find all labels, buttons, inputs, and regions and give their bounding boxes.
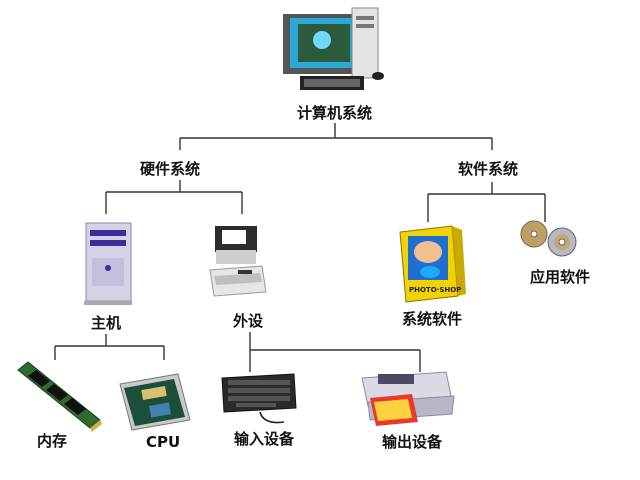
connector-hardware bbox=[105, 180, 243, 214]
label-memory: 内存 bbox=[37, 432, 68, 450]
label-software-system: 软件系统 bbox=[458, 160, 519, 178]
cd-discs-icon bbox=[520, 220, 577, 257]
inkjet-printer-icon bbox=[361, 371, 455, 426]
software-box-text: PHOTO·SHOP bbox=[409, 286, 461, 294]
label-cpu: CPU bbox=[146, 433, 181, 451]
label-application-software: 应用软件 bbox=[530, 268, 591, 286]
label-peripherals: 外设 bbox=[233, 312, 264, 330]
software-box-icon: PHOTO·SHOP bbox=[399, 225, 466, 303]
scanner-printer-icon bbox=[209, 226, 267, 297]
connector-root bbox=[179, 123, 493, 150]
label-input-devices: 输入设备 bbox=[234, 430, 295, 448]
pc-tower-icon bbox=[84, 222, 132, 305]
label-output-devices: 输出设备 bbox=[382, 433, 443, 451]
label-computer-system: 计算机系统 bbox=[297, 104, 373, 122]
label-hardware-system: 硬件系统 bbox=[140, 160, 201, 178]
keyboard-icon bbox=[221, 373, 297, 424]
connector-lines bbox=[54, 123, 546, 372]
label-system-software: 系统软件 bbox=[402, 310, 463, 328]
connector-software bbox=[427, 182, 546, 222]
label-host: 主机 bbox=[91, 314, 122, 332]
ram-stick-icon bbox=[17, 361, 102, 432]
connector-host bbox=[54, 334, 165, 360]
connector-peripherals bbox=[249, 332, 421, 372]
desktop-computer-icon bbox=[283, 7, 384, 90]
cpu-chip-icon bbox=[119, 373, 191, 431]
